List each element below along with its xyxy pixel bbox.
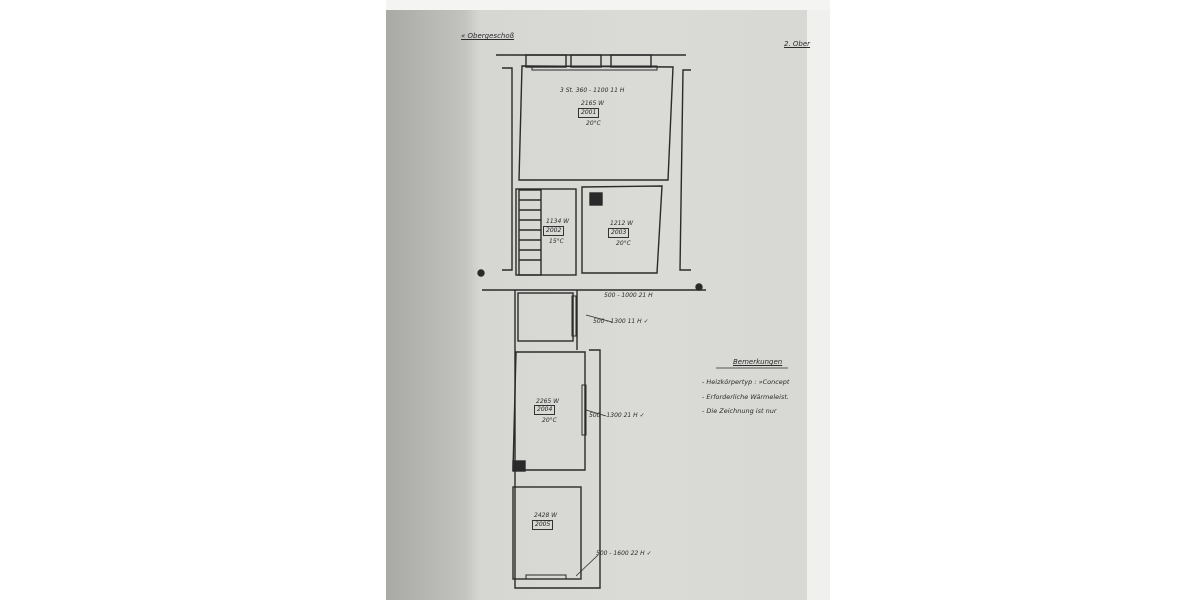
room-2004-heat-load: 2265 W	[536, 398, 560, 405]
header-right-label: 2. Ober	[784, 40, 811, 48]
room-2003-id: 2003	[608, 228, 630, 238]
note-item-3: - Die Zeichnung ist nur	[702, 407, 777, 415]
room-2005-id: 2005	[532, 520, 554, 530]
room-2001-temperature: 20°C	[586, 120, 601, 127]
note-item-1: - Heizkörpertyp : »Concept	[702, 378, 790, 386]
floor-plan-drawing	[477, 54, 788, 589]
room-2004-id: 2004	[534, 405, 556, 415]
scanned-document-page: « Obergeschoß 2. Ober 2165 W 2001 20°C 1…	[386, 0, 830, 600]
page-top-margin	[386, 0, 830, 12]
room-2002-heat-load: 1134 W	[546, 218, 570, 225]
radiator-label-2004: 500 - 1300 21 H ✓	[589, 412, 645, 419]
note-item-2: - Erforderliche Wärmeleist.	[702, 393, 789, 401]
room-2002-temperature: 15°C	[549, 238, 564, 245]
room-2003-temperature: 20°C	[616, 240, 631, 247]
radiator-label-2005: 500 - 1600 22 H ✓	[596, 550, 652, 557]
torn-paper-shadow	[386, 10, 476, 600]
room-2004-temperature: 20°C	[542, 417, 557, 424]
room-2002-id: 2002	[543, 226, 565, 236]
header-left-label: « Obergeschoß	[461, 32, 515, 40]
radiator-label-hall: 500 - 1300 11 H ✓	[593, 318, 649, 325]
room-2001-heat-load: 2165 W	[581, 100, 605, 107]
notes-title: Bemerkungen	[733, 358, 783, 366]
room-2001-id: 2001	[578, 108, 600, 118]
radiator-label-2003: 500 - 1000 21 H	[604, 292, 653, 299]
room-2005-heat-load: 2428 W	[534, 512, 558, 519]
radiator-label-2001: 3 St. 360 - 1100 11 H	[560, 87, 625, 94]
room-2003-heat-load: 1212 W	[610, 220, 634, 227]
page-right-margin	[807, 10, 830, 600]
